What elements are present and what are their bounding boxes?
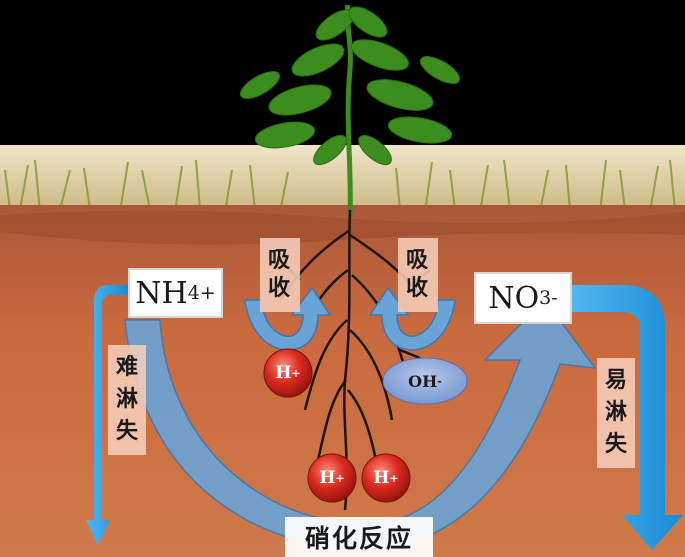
soil-body	[0, 205, 685, 557]
easy-leach-label: 易淋失	[597, 358, 635, 468]
h-ion-bottom-2	[361, 453, 411, 503]
hard-leach-label: 难淋失	[108, 345, 146, 455]
grass-blades	[4, 159, 676, 213]
h-ion-bottom-1	[307, 453, 357, 503]
h-ion-left	[263, 348, 313, 398]
oh-ion	[382, 357, 468, 405]
hard-leach-arrow	[86, 285, 128, 545]
nitrification-label: 硝化反应	[285, 517, 433, 557]
nitrification-arrow	[124, 298, 597, 550]
plant	[239, 4, 461, 216]
oh-ion-label: OH-	[408, 371, 442, 391]
absorb-right-label: 吸收	[398, 238, 438, 312]
absorb-left-label: 吸收	[260, 238, 300, 312]
topsoil-band	[0, 210, 685, 245]
h-ion-left-label: H+	[275, 363, 301, 383]
grass-band	[0, 145, 685, 215]
absorb-left-arrow	[244, 286, 332, 351]
easy-leach-arrow	[572, 285, 683, 550]
absorb-right-arrow	[368, 286, 456, 351]
h-ion-bottom-2-label: H+	[373, 468, 399, 488]
h-ion-bottom-1-label: H+	[319, 468, 345, 488]
